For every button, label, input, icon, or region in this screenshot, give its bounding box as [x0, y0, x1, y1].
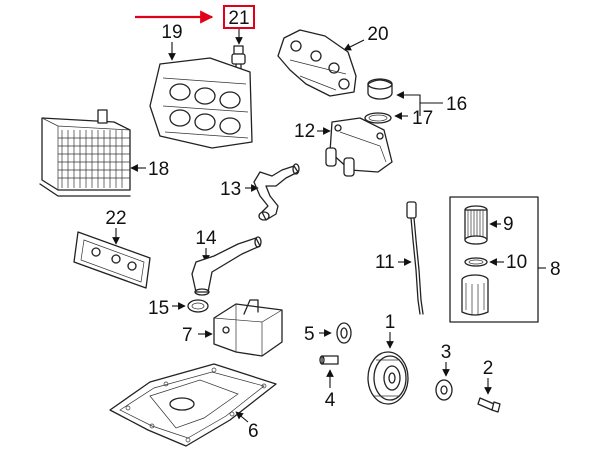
- label-7[interactable]: 7: [182, 325, 193, 346]
- label-9[interactable]: 9: [503, 214, 514, 235]
- part-2-bolt[interactable]: [477, 397, 501, 413]
- part-5-seal[interactable]: [336, 322, 352, 344]
- part-13-hose[interactable]: [253, 163, 300, 221]
- part-12-thermostat-housing[interactable]: [325, 117, 393, 177]
- label-18[interactable]: 18: [148, 159, 169, 180]
- label-2[interactable]: 2: [483, 358, 494, 379]
- part-9-filter-element[interactable]: [464, 205, 488, 245]
- highlight-callout: [135, 5, 255, 29]
- label-19[interactable]: 19: [161, 22, 182, 43]
- label-10[interactable]: 10: [506, 252, 527, 273]
- part-17-seal[interactable]: [364, 112, 392, 124]
- part-22-gasket[interactable]: [73, 231, 151, 289]
- label-20[interactable]: 20: [367, 24, 388, 45]
- part-3-nut[interactable]: [435, 379, 453, 401]
- part-18-oil-cooler[interactable]: [39, 109, 131, 197]
- label-14[interactable]: 14: [195, 228, 217, 249]
- part-4-pin[interactable]: [319, 355, 339, 365]
- part-14-coolant-pipe[interactable]: [191, 236, 262, 296]
- label-15[interactable]: 15: [148, 298, 169, 319]
- highlight-box: [223, 5, 255, 29]
- part-10-filter-seal[interactable]: [464, 257, 488, 267]
- label-22[interactable]: 22: [105, 208, 126, 229]
- label-8[interactable]: 8: [550, 259, 561, 280]
- part-11-dipstick[interactable]: [406, 201, 424, 315]
- label-21[interactable]: 21: [228, 8, 249, 29]
- label-4[interactable]: 4: [325, 390, 336, 411]
- label-6[interactable]: 6: [248, 421, 259, 442]
- label-1[interactable]: 1: [385, 312, 396, 333]
- part-20-manifold[interactable]: [277, 29, 357, 97]
- label-17[interactable]: 17: [412, 108, 433, 129]
- label-11[interactable]: 11: [375, 252, 395, 273]
- part-16-cap[interactable]: [367, 78, 393, 100]
- part-7-baffle[interactable]: [213, 299, 283, 357]
- label-3[interactable]: 3: [441, 342, 452, 363]
- part-15-o-ring[interactable]: [187, 299, 209, 313]
- part-19-cylinder-head[interactable]: [149, 57, 253, 149]
- part-21-sensor[interactable]: [231, 29, 246, 71]
- filter-housing: [461, 274, 489, 316]
- part-1-pulley[interactable]: [367, 351, 409, 405]
- part-6-oil-pan[interactable]: [109, 363, 277, 447]
- label-13[interactable]: 13: [220, 179, 241, 200]
- label-16[interactable]: 16: [446, 94, 467, 115]
- part-8-filter-kit-box[interactable]: [449, 196, 546, 323]
- label-12[interactable]: 12: [294, 121, 315, 142]
- label-5[interactable]: 5: [304, 324, 315, 345]
